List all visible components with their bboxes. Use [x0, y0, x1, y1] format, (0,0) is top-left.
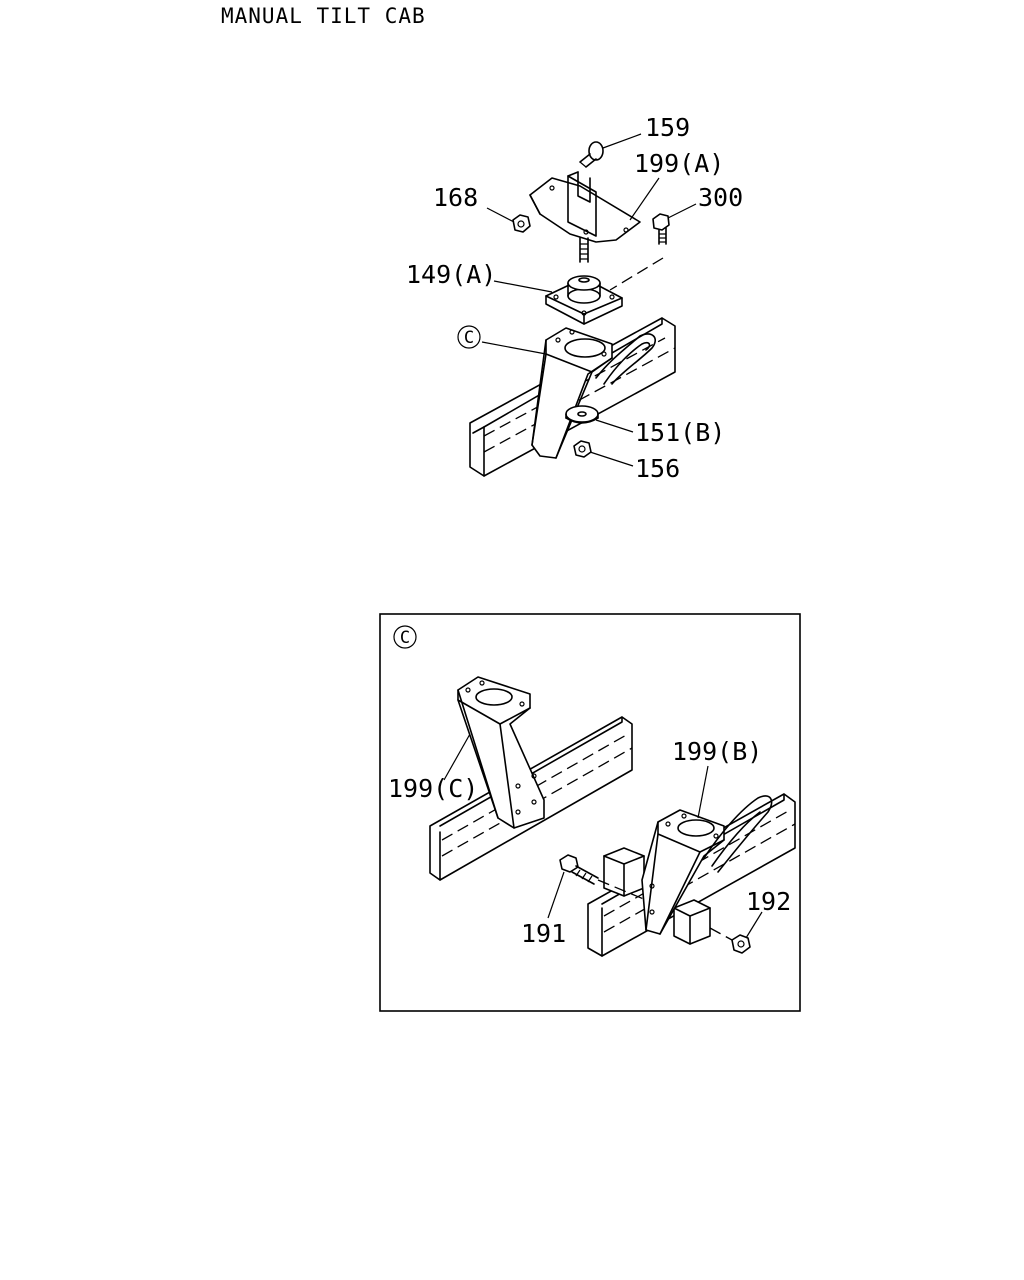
leader-192 — [745, 911, 763, 939]
main-exploded-diagram: 159 199(A) 168 300 149(A) C 151(B) 156 — [406, 113, 743, 483]
leader-159 — [602, 133, 642, 149]
bolt-159-illustration — [579, 141, 604, 168]
leader-191 — [547, 871, 565, 919]
bracket-199b-illustration — [641, 795, 773, 935]
leader-detail-c — [481, 341, 547, 355]
callout-300: 300 — [698, 183, 743, 212]
callout-151b: 151(B) — [635, 418, 725, 447]
leader-149a — [493, 280, 553, 293]
leader-199c — [443, 733, 471, 781]
nut-192-illustration — [731, 934, 751, 954]
callout-199a: 199(A) — [634, 149, 724, 178]
detail-panel-c: C — [379, 613, 801, 1012]
bracket-199c-illustration — [457, 676, 545, 829]
callout-168: 168 — [433, 183, 478, 212]
bolt-300-illustration — [652, 213, 670, 245]
callout-156: 156 — [635, 454, 680, 483]
callout-149a: 149(A) — [406, 260, 496, 289]
nut-168-illustration — [512, 214, 531, 233]
upper-bracket-199a-illustration — [529, 171, 641, 263]
callout-detail-c: C — [464, 328, 474, 348]
washer-151b-illustration — [565, 405, 599, 424]
rubber-mount-149a-illustration — [545, 275, 623, 325]
nut-192-alignment-line — [709, 927, 733, 941]
callout-199c: 199(C) — [388, 774, 478, 803]
detail-panel-id: C — [400, 628, 410, 648]
bolt-191-alignment-line — [597, 879, 647, 901]
leader-199a — [629, 177, 660, 221]
bolt-300-alignment-line — [609, 257, 664, 291]
leader-168 — [486, 207, 515, 223]
detail-panel-id-circle — [393, 625, 417, 649]
leader-300 — [667, 203, 697, 219]
bolt-191-illustration — [559, 854, 599, 885]
detail-panel-border — [379, 613, 801, 1012]
callout-192: 192 — [746, 887, 791, 916]
page-title: MANUAL TILT CAB — [221, 4, 426, 28]
callout-191: 191 — [521, 919, 566, 948]
leader-156 — [589, 451, 634, 467]
leader-151b — [595, 419, 634, 433]
leader-199b — [697, 765, 709, 819]
callout-159: 159 — [645, 113, 690, 142]
callout-199b: 199(B) — [672, 737, 762, 766]
detail-ref-circle — [457, 325, 481, 349]
nut-156-illustration — [573, 440, 592, 458]
